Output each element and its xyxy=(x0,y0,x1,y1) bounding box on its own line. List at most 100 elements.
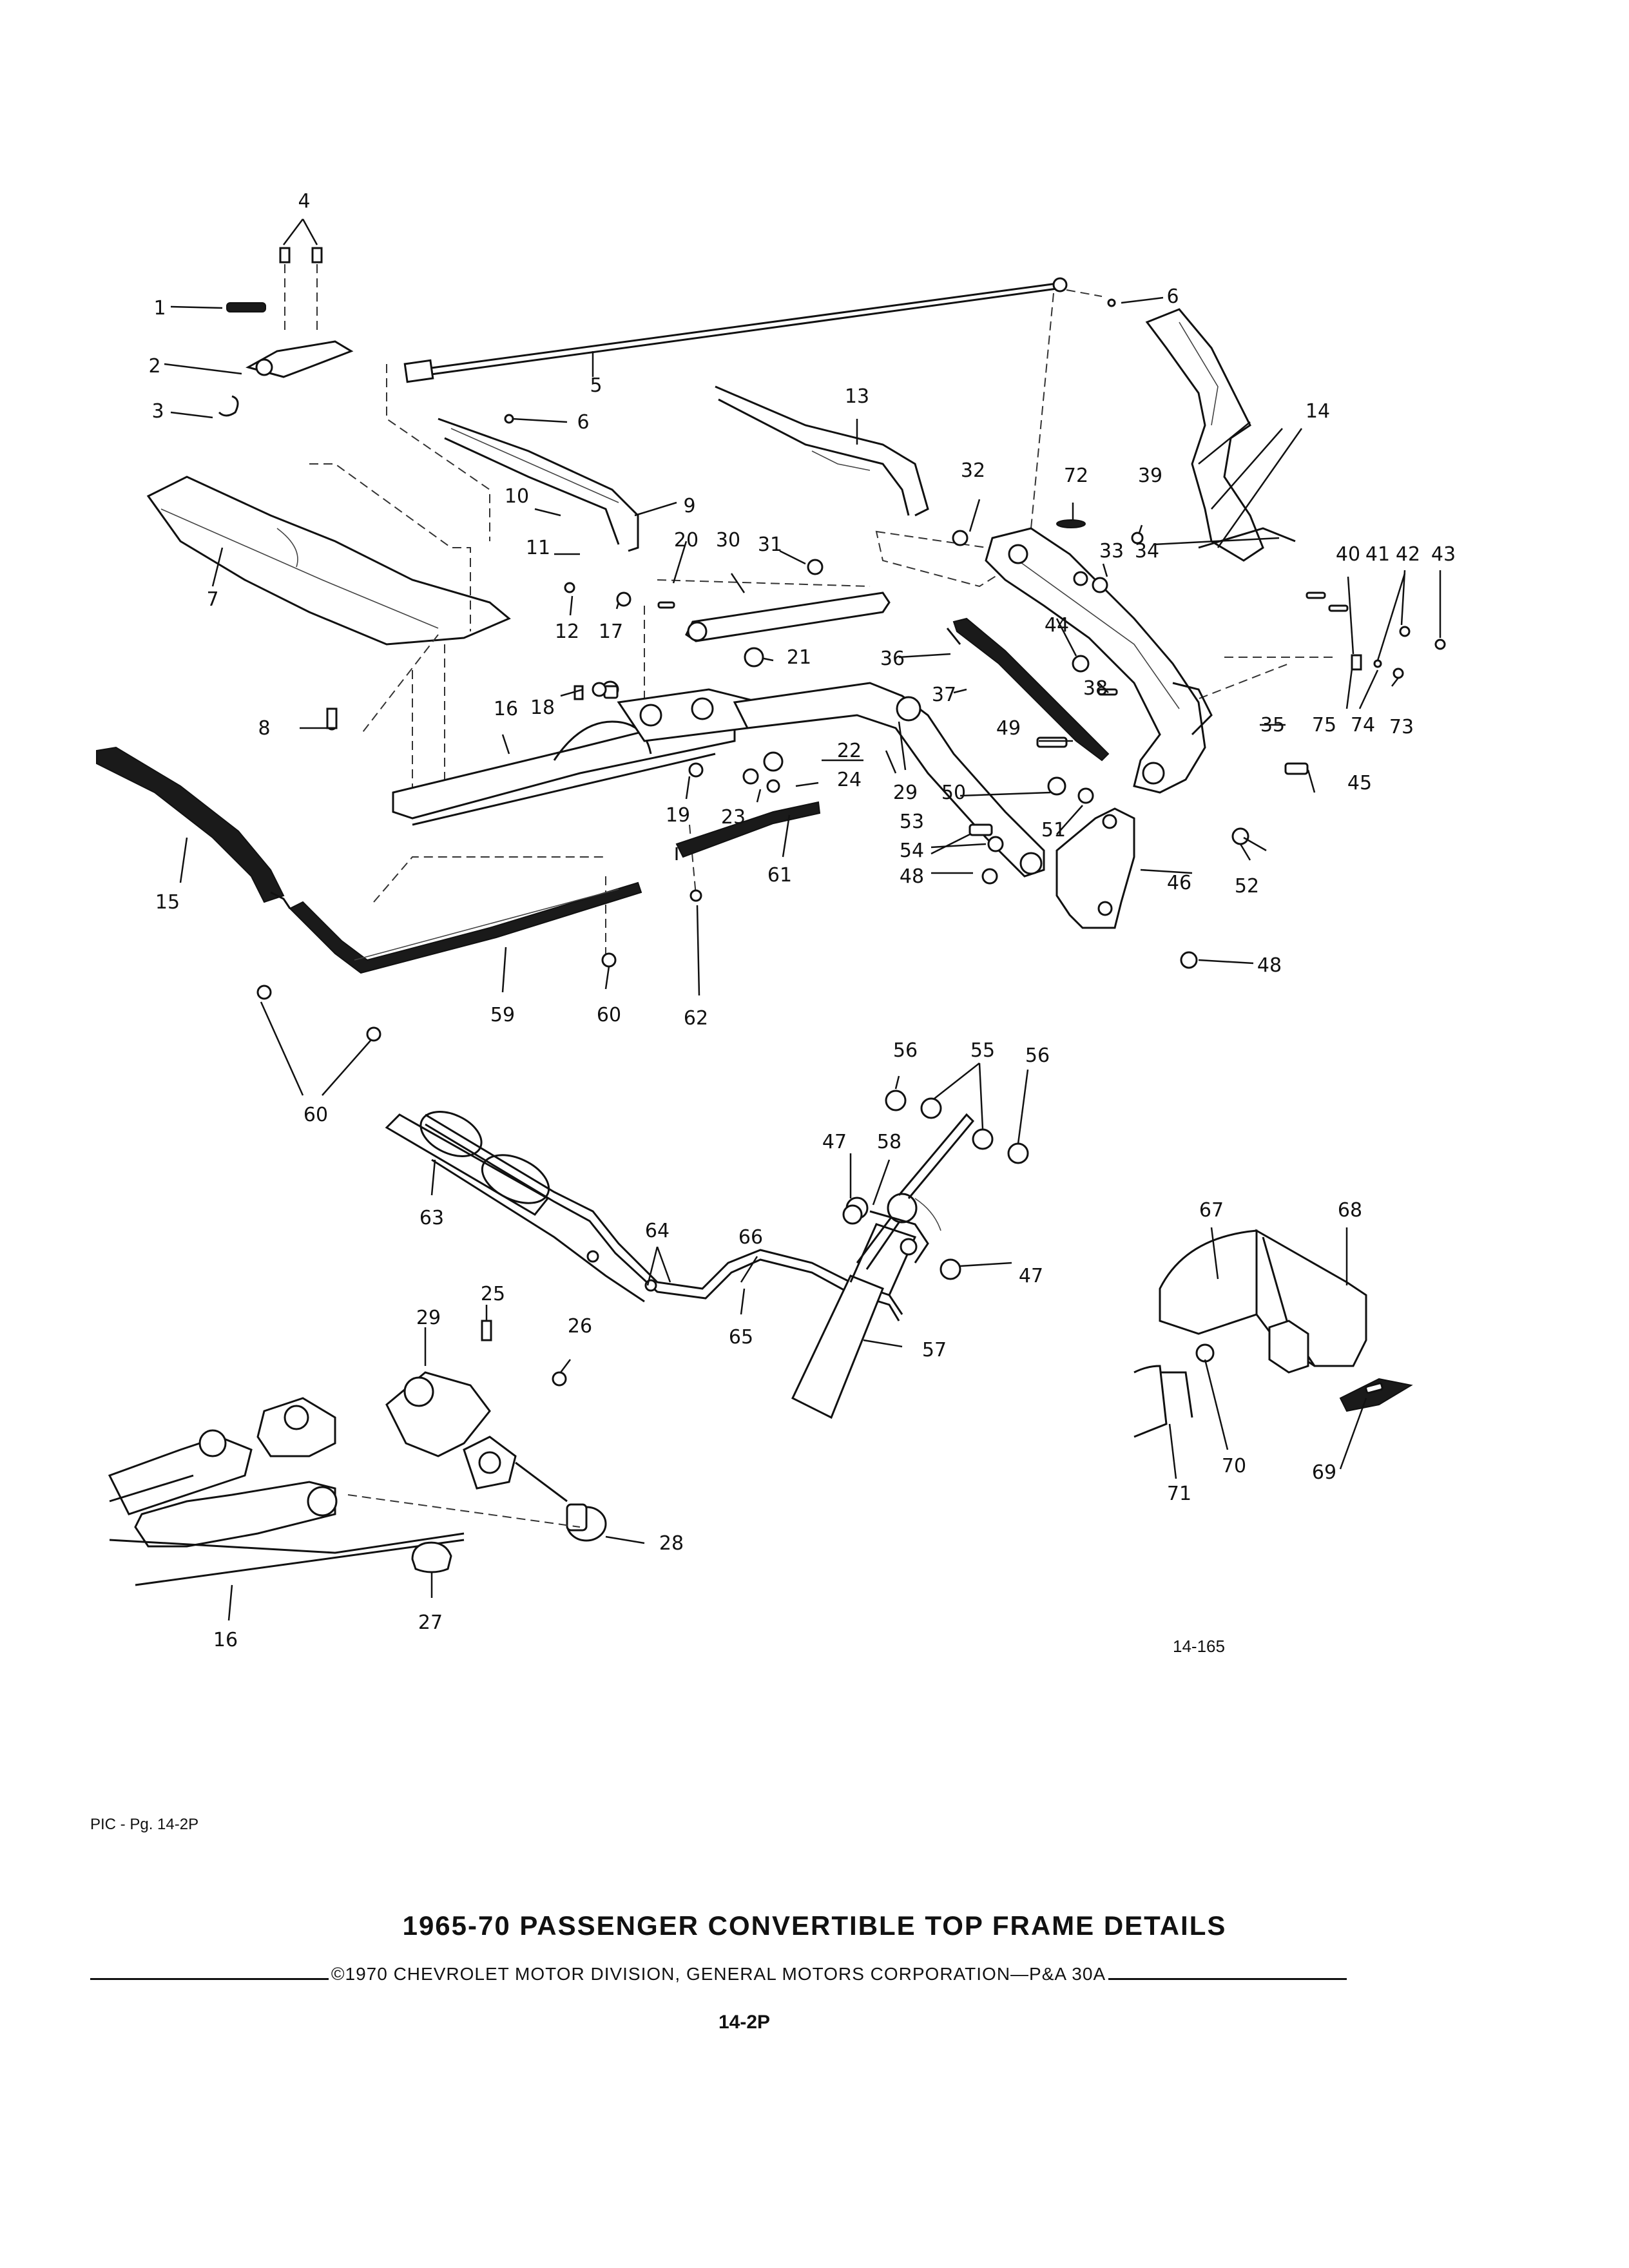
callout-22: 22 xyxy=(837,740,862,762)
leader-lines xyxy=(164,218,1441,1621)
fasteners xyxy=(256,298,1446,1042)
latch-hardware xyxy=(218,247,354,417)
callout-4: 4 xyxy=(298,190,310,213)
center-side-rail xyxy=(715,385,929,517)
front-side-rail xyxy=(146,476,511,735)
callout-32: 32 xyxy=(961,459,985,482)
callout-62: 62 xyxy=(684,1007,708,1030)
rail-retainer-front xyxy=(289,881,642,974)
callout-60-center: 60 xyxy=(597,1004,621,1026)
callout-33: 33 xyxy=(1099,540,1124,562)
callout-51: 51 xyxy=(1041,819,1066,841)
callout-28: 28 xyxy=(659,1532,684,1555)
callout-47-right: 47 xyxy=(1019,1265,1043,1287)
callout-59: 59 xyxy=(490,1004,515,1026)
callout-1: 1 xyxy=(153,297,166,320)
callout-48-upper: 48 xyxy=(900,865,924,888)
callout-35: 35 xyxy=(1260,714,1285,736)
callout-64: 64 xyxy=(645,1220,670,1242)
callout-13: 13 xyxy=(845,385,869,408)
hydraulic-cylinder xyxy=(791,1113,975,1419)
callout-49: 49 xyxy=(996,717,1021,740)
callout-52: 52 xyxy=(1235,875,1259,898)
link xyxy=(685,591,891,642)
callout-30: 30 xyxy=(716,529,740,552)
front-weatherstrip xyxy=(96,746,291,909)
side-rail-upper xyxy=(438,418,639,552)
figure-number: 14-165 xyxy=(1173,1637,1225,1656)
pic-reference: PIC - Pg. 14-2P xyxy=(90,1816,199,1833)
callout-50: 50 xyxy=(941,782,966,804)
callout-37: 37 xyxy=(932,684,956,706)
control-arm xyxy=(733,682,1045,878)
callout-24: 24 xyxy=(837,769,862,791)
callout-17: 17 xyxy=(599,620,623,643)
callout-40: 40 xyxy=(1336,543,1360,566)
main-hinge-plate xyxy=(985,527,1213,794)
callout-10: 10 xyxy=(505,485,529,508)
callout-45: 45 xyxy=(1347,772,1372,794)
callout-72: 72 xyxy=(1064,465,1088,487)
reference-frames xyxy=(309,364,1334,954)
callout-58: 58 xyxy=(877,1131,901,1153)
callout-19: 19 xyxy=(666,804,690,827)
callout-70: 70 xyxy=(1222,1455,1246,1477)
callout-46: 46 xyxy=(1167,872,1191,894)
page-title: 1965-70 PASSENGER CONVERTIBLE TOP FRAME … xyxy=(402,1910,1227,1941)
callout-3: 3 xyxy=(151,400,164,423)
callout-43: 43 xyxy=(1431,543,1456,566)
copyright-line: ©1970 CHEVROLET MOTOR DIVISION, GENERAL … xyxy=(90,1964,1347,1984)
callout-21: 21 xyxy=(787,646,811,669)
callout-53: 53 xyxy=(900,811,924,833)
hinge-detail-view xyxy=(108,1320,607,1586)
callout-27: 27 xyxy=(418,1611,443,1634)
cable-assembly xyxy=(403,277,1103,529)
callout-23: 23 xyxy=(721,806,746,829)
callout-75: 75 xyxy=(1312,714,1336,736)
callout-25: 25 xyxy=(481,1283,505,1305)
callout-11: 11 xyxy=(526,537,550,559)
callout-16-upper: 16 xyxy=(494,698,518,720)
callout-labels: 1 2 3 4 5 6 6 7 8 9 10 11 12 13 14 15 16… xyxy=(148,190,1456,1651)
callout-8: 8 xyxy=(258,717,270,740)
callout-54: 54 xyxy=(900,840,924,862)
callout-71: 71 xyxy=(1167,1483,1191,1505)
callout-63: 63 xyxy=(419,1207,444,1229)
callout-61: 61 xyxy=(767,864,792,887)
callout-66: 66 xyxy=(738,1226,763,1249)
rear-side-rail xyxy=(1145,308,1296,562)
callout-68: 68 xyxy=(1338,1199,1362,1222)
callout-6-lower: 6 xyxy=(577,411,589,434)
callout-57: 57 xyxy=(922,1339,947,1361)
callout-69: 69 xyxy=(1312,1461,1336,1484)
page-number: 14-2P xyxy=(718,2012,771,2033)
callout-38: 38 xyxy=(1083,677,1108,700)
callout-20: 20 xyxy=(674,529,699,552)
callout-47-left: 47 xyxy=(822,1131,847,1153)
copyright-text: ©1970 CHEVROLET MOTOR DIVISION, GENERAL … xyxy=(331,1964,1106,1984)
callout-67: 67 xyxy=(1199,1199,1224,1222)
callout-2: 2 xyxy=(148,355,160,378)
callout-29-upper: 29 xyxy=(893,782,918,804)
callout-65: 65 xyxy=(729,1326,753,1349)
callout-31: 31 xyxy=(758,533,782,556)
callout-9: 9 xyxy=(683,495,695,517)
callout-6-upper: 6 xyxy=(1166,285,1179,308)
callout-44: 44 xyxy=(1045,614,1069,637)
mounting-bracket xyxy=(1055,807,1135,929)
callout-34: 34 xyxy=(1135,540,1159,562)
rule-right xyxy=(1108,1969,1347,1980)
callout-56-left: 56 xyxy=(893,1039,918,1062)
callout-16-lower: 16 xyxy=(213,1629,238,1651)
body-bracket-inset xyxy=(1133,1229,1413,1438)
callout-14: 14 xyxy=(1306,400,1330,423)
callout-5: 5 xyxy=(590,374,602,397)
callout-56-right: 56 xyxy=(1025,1044,1050,1067)
callout-26: 26 xyxy=(568,1315,592,1338)
rail-retainer-center xyxy=(675,801,821,860)
callout-15: 15 xyxy=(155,891,180,914)
callout-73: 73 xyxy=(1389,716,1414,738)
callout-36: 36 xyxy=(880,648,905,670)
bushings xyxy=(842,1090,1029,1280)
rule-left xyxy=(90,1969,329,1980)
